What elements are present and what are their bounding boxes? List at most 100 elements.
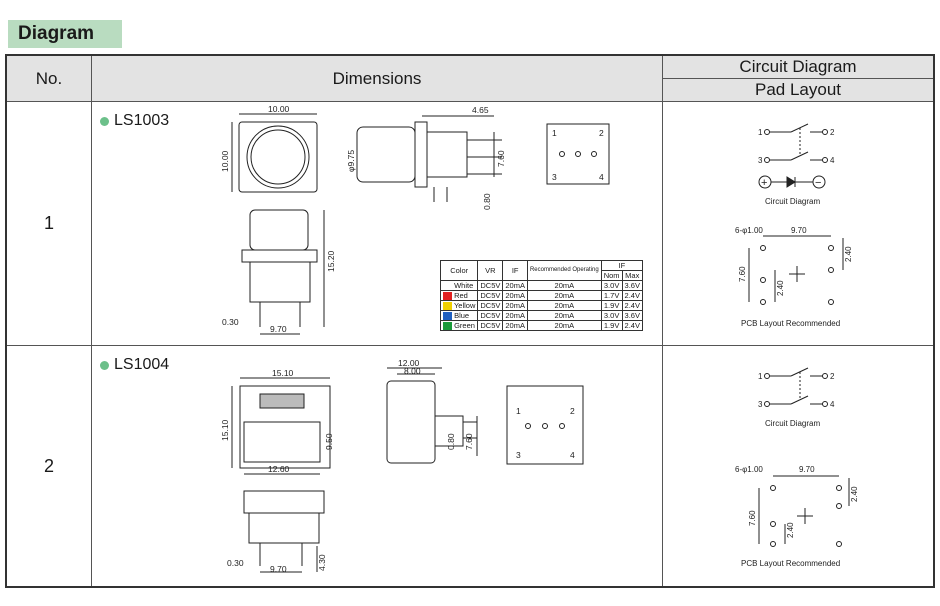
pcb-hole (836, 485, 842, 491)
model-name: LS1003 (114, 112, 170, 129)
section-title: Diagram (8, 20, 122, 48)
pcb-hole (770, 521, 776, 527)
terminal-label: 4 (830, 156, 835, 165)
cell-vr: DC5V (477, 300, 504, 312)
dim-front-h: 4.30 (317, 554, 327, 571)
diagram-table: No. Dimensions Circuit Diagram Pad Layou… (5, 54, 935, 588)
dim-front-h: 15.20 (326, 250, 336, 272)
pcb-hole (828, 299, 834, 305)
bullet-icon (100, 116, 109, 126)
dim-front-w: 9.70 (270, 324, 287, 334)
top-view-body (239, 385, 331, 469)
pad-view-body (506, 385, 584, 465)
cell-if: 20mA (502, 300, 528, 312)
circuit-and-pcb-drawing: 1 2 3 4 Circuit Diagram 6-φ1.00 9.70 7.6… (735, 367, 859, 568)
color-swatch (443, 282, 452, 291)
color-swatch (443, 322, 452, 331)
minus-icon: − (815, 177, 821, 189)
dim-side-top: 12.00 (398, 358, 420, 368)
header-circuit-diagram: Circuit Diagram (663, 56, 933, 79)
model-label: LS1004 (100, 356, 169, 374)
pcb-v2-label: 2.40 (844, 246, 853, 262)
cell-max: 3.6V (621, 310, 643, 322)
color-swatch (443, 302, 452, 311)
model-label: LS1003 (100, 112, 169, 130)
pcb-hole (828, 267, 834, 273)
terminal-label: 4 (830, 400, 835, 409)
table-row: Red DC5V 20mA 20mA 1.7V 2.4V (439, 290, 643, 302)
led-color-table: Color VR IF Recommended Operating IF Nom… (439, 260, 643, 332)
cell-nom: 3.0V (600, 279, 623, 292)
pcb-hole (760, 245, 766, 251)
bullet-icon (100, 360, 109, 370)
pcb-width-label: 9.70 (799, 465, 815, 474)
col-header: VR (477, 260, 504, 281)
color-name: Green (454, 321, 475, 331)
cell-op: 20mA (526, 320, 602, 332)
dim-inner-h: 9.50 (324, 433, 334, 450)
circuit-cell: 1 2 3 4 Circuit Diagram 6-φ1.00 9.70 7.6… (663, 346, 933, 586)
pcb-hole (828, 245, 834, 251)
cell-nom: 1.9V (600, 300, 623, 312)
header-pad-layout: Pad Layout (663, 79, 933, 102)
pad-view-body (546, 123, 610, 185)
pcb-hole (760, 277, 766, 283)
circuit-cell: 1 2 3 4 + − Circuit Diagram 6-φ1.00 9.70… (663, 102, 933, 345)
pin-label: 3 (552, 172, 557, 182)
dim-side-pin: 0.80 (446, 433, 456, 450)
dim-front-w: 9.70 (270, 564, 287, 574)
cell-op: 20mA (526, 279, 602, 292)
pcb-hole (770, 541, 776, 547)
cell-max: 3.6V (621, 279, 643, 292)
cell-max: 2.4V (621, 300, 643, 312)
pin-label: 2 (599, 128, 604, 138)
side-view-body (386, 380, 436, 464)
cell-op: 20mA (526, 300, 602, 312)
header-dimensions: Dimensions (92, 56, 663, 102)
col-header: Recommended Operating (526, 260, 602, 281)
col-header: IF (600, 260, 643, 271)
cell-vr: DC5V (477, 320, 504, 332)
cell-nom: 1.7V (600, 290, 623, 302)
terminal-label: 1 (758, 372, 763, 381)
col-header: IF (502, 260, 528, 281)
cell-if: 20mA (502, 310, 528, 322)
cell-if: 20mA (502, 320, 528, 332)
plus-icon: + (761, 177, 767, 189)
table-row: White DC5V 20mA 20mA 3.0V 3.6V (439, 279, 643, 292)
terminal-label: 3 (758, 156, 763, 165)
terminal-label: 2 (830, 372, 835, 381)
pcb-holes-label: 6-φ1.00 (735, 465, 763, 474)
table-row: Blue DC5V 20mA 20mA 3.0V 3.6V (439, 310, 643, 322)
circuit-caption: Circuit Diagram (765, 197, 820, 206)
ls1003-drawing: 10.00 10.00 φ9.75 4.65 7.60 0.80 15.20 0… (220, 104, 610, 335)
terminal-label: 3 (758, 400, 763, 409)
color-name: Blue (454, 311, 470, 321)
pcb-caption: PCB Layout Recommended (741, 319, 840, 328)
cell-vr: DC5V (477, 290, 504, 302)
dim-side-pin: 0.80 (482, 193, 492, 210)
cell-max: 2.4V (621, 290, 643, 302)
row-number: 2 (7, 346, 92, 586)
model-name: LS1004 (114, 356, 170, 373)
table-row: Yellow DC5V 20mA 20mA 1.9V 2.4V (439, 300, 643, 312)
circuit-caption: Circuit Diagram (765, 419, 820, 428)
dimensions-cell: LS1003 (92, 102, 663, 345)
cell-vr: DC5V (477, 310, 504, 322)
pcb-hole (770, 485, 776, 491)
dim-bottom-w: 12.60 (268, 464, 290, 474)
color-name: White (454, 281, 474, 290)
dim-top-height: 10.00 (220, 150, 230, 172)
dim-top-height: 15.10 (220, 419, 230, 441)
color-name: Yellow (453, 301, 476, 311)
color-name: Red (454, 291, 468, 301)
pcb-holes-label: 6-φ1.00 (735, 226, 763, 235)
pcb-v1-label: 2.40 (786, 522, 795, 538)
cell-nom: 1.9V (600, 320, 623, 332)
top-view-body (238, 121, 318, 193)
pcb-hole (836, 503, 842, 509)
table-row: 1 LS1003 (7, 102, 933, 346)
color-swatch (443, 292, 452, 301)
cell-max: 2.4V (621, 320, 643, 332)
ls1004-drawing: 15.10 15.10 9.50 12.60 12.00 8.00 0.80 7… (220, 358, 584, 574)
